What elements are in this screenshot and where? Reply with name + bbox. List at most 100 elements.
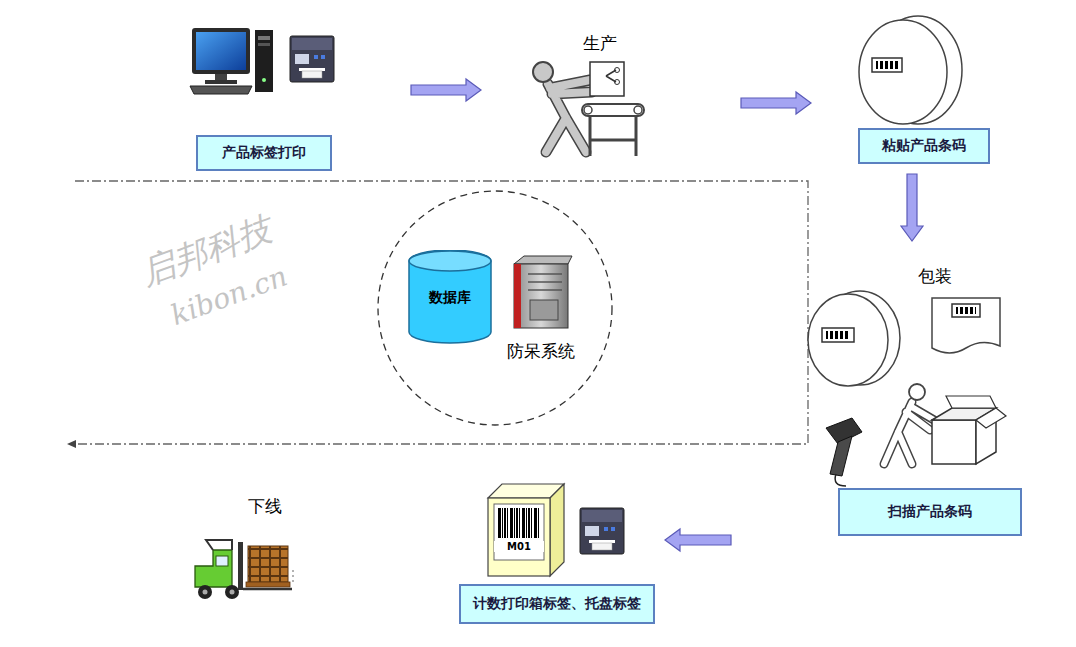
box-label-code: M01 (494, 541, 544, 552)
computer-icon (190, 86, 252, 94)
computer-icon (196, 32, 246, 70)
conveyor (584, 106, 592, 114)
production-step: 生产 (485, 28, 737, 158)
forklift (292, 571, 294, 581)
carton (976, 408, 1006, 428)
labelled-carton (498, 508, 540, 538)
barcode-scanner (826, 418, 862, 486)
database-cylinder: 数据库 (408, 250, 492, 344)
conveyor (606, 70, 616, 82)
packing-worker (884, 402, 934, 464)
cylinder-body (409, 250, 491, 343)
forklift (248, 546, 288, 582)
paste-step: 粘贴产品条码 (815, 18, 1000, 170)
computer-icon (192, 28, 250, 74)
process-label: 粘贴产品条码 (858, 128, 990, 164)
packing-step: 包装 (808, 245, 1013, 473)
system-boundary (378, 191, 612, 425)
system-node: 防呆系统 (495, 258, 587, 366)
offline-step: 下线 (185, 488, 300, 606)
process-label: 扫描产品条码 (838, 488, 1022, 536)
computer-icon (190, 28, 273, 94)
cylinder-top (409, 251, 491, 271)
return-flow-line (67, 440, 76, 448)
barcode-scanner (830, 436, 852, 476)
packing-worker (884, 402, 934, 464)
illustration (290, 36, 334, 82)
process-label: 计数打印箱标签、托盘标签 (459, 584, 655, 624)
packing-worker (909, 384, 925, 400)
conveyor (590, 62, 624, 96)
forklift (216, 556, 228, 566)
packing-reel (822, 328, 854, 342)
carton (932, 420, 976, 464)
computer-icon (262, 78, 266, 82)
forklift (230, 590, 235, 595)
packing-worker (884, 384, 934, 464)
flow-arrow (411, 79, 481, 101)
process-label: 产品标签打印 (196, 135, 332, 171)
computer-icon (215, 74, 227, 81)
label-sheet (956, 307, 976, 314)
label-reel (876, 61, 898, 69)
step-title: 包装 (909, 263, 961, 289)
flow-arrow (665, 529, 731, 551)
forklift (206, 540, 232, 550)
step-title: 下线 (239, 493, 291, 519)
forklift (195, 540, 294, 599)
computer-icon (205, 80, 237, 84)
label-sheet (932, 298, 1000, 353)
forklift (203, 590, 208, 595)
carton (946, 396, 996, 408)
label-sheet (952, 304, 980, 317)
labelled-carton (488, 498, 550, 576)
flow-arrow (741, 92, 811, 114)
conveyor (582, 62, 644, 156)
count-print-step: 计数打印箱标签、托盘标签 (455, 468, 661, 628)
packing-reel (808, 294, 888, 386)
forklift (195, 550, 232, 587)
server-icon (530, 300, 558, 320)
conveyor (615, 68, 620, 73)
step-title: 防呆系统 (495, 338, 587, 364)
computer-icon (258, 36, 270, 40)
conveyor (615, 80, 620, 85)
carton (932, 396, 1006, 464)
labelled-carton (488, 484, 564, 576)
packing-reel (808, 291, 900, 386)
label-sheet (932, 298, 1000, 353)
server-icon (514, 264, 568, 328)
forklift (238, 542, 243, 590)
barcode-scanner (835, 474, 846, 486)
worker-figure (533, 62, 553, 82)
label-reel (872, 58, 902, 72)
forklift (246, 582, 290, 587)
scan-step: 扫描产品条码 (735, 482, 1025, 542)
label-reel (859, 16, 962, 124)
label-reel (859, 20, 947, 124)
packing-reel (826, 331, 850, 339)
flow-arrow (901, 174, 923, 241)
server-icon (514, 264, 521, 328)
conveyor (634, 106, 642, 114)
labelled-carton (550, 484, 564, 576)
labelled-carton (494, 504, 544, 560)
computer-icon (258, 43, 270, 46)
forklift (243, 588, 292, 591)
return-flow-line (75, 181, 808, 444)
conveyor (582, 104, 644, 116)
server-icon (514, 256, 572, 264)
print-step: 产品标签打印 (185, 20, 407, 175)
step-title: 生产 (570, 30, 630, 56)
step-title: 数据库 (408, 285, 492, 311)
computer-icon (255, 30, 273, 92)
return-flow-line (67, 181, 808, 448)
illustration (580, 508, 624, 554)
forklift (198, 585, 212, 599)
server-icon (528, 274, 562, 290)
forklift (225, 585, 239, 599)
conveyor (590, 116, 636, 156)
server-icon (514, 256, 572, 328)
